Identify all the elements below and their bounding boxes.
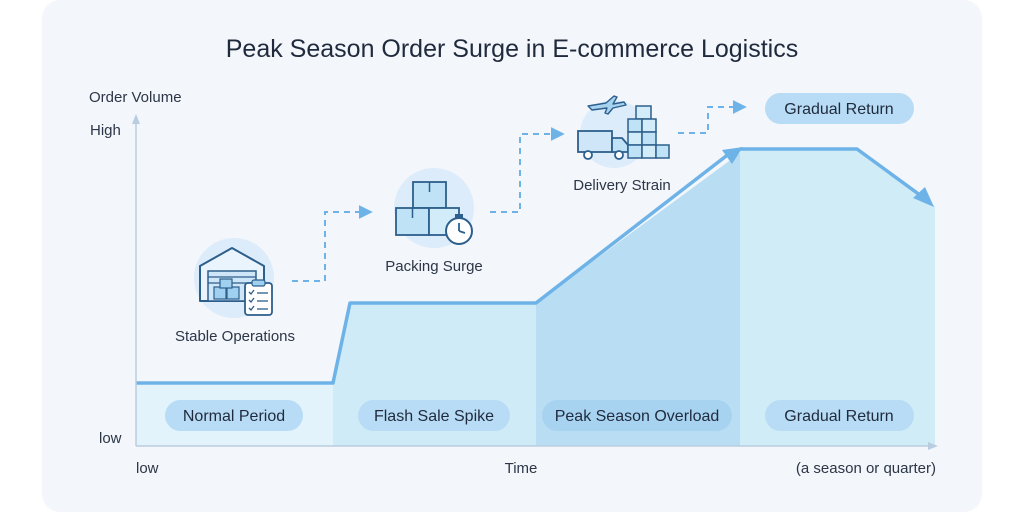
stable-operations-label: Stable Operations xyxy=(175,328,295,345)
stage-pill-flash-sale: Flash Sale Spike xyxy=(358,400,510,431)
x-axis-label: Time xyxy=(505,460,538,477)
svg-text:Flash Sale Spike: Flash Sale Spike xyxy=(374,408,494,425)
curve-arrowhead-return xyxy=(913,187,934,207)
curve-arrowhead-rise xyxy=(722,147,743,164)
order-volume-curve xyxy=(136,151,732,385)
stage-pill-normal-period: Normal Period xyxy=(165,400,303,431)
diagram-title: Peak Season Order Surge in E-commerce Lo… xyxy=(226,35,798,63)
stage-pill-gradual-return-top: Gradual Return xyxy=(765,93,914,124)
delivery-truck-plane-icon xyxy=(577,95,670,168)
x-axis-arrow xyxy=(928,442,938,450)
x-axis-start-label: low xyxy=(136,460,159,477)
y-axis-label: Order Volume xyxy=(89,89,182,106)
delivery-strain-label: Delivery Strain xyxy=(573,177,671,194)
svg-text:Gradual Return: Gradual Return xyxy=(784,101,893,118)
y-axis-arrow xyxy=(132,114,140,124)
svg-text:Gradual Return: Gradual Return xyxy=(784,408,893,425)
order-volume-curve-return xyxy=(740,147,926,200)
packing-boxes-icon xyxy=(394,168,474,248)
svg-text:Peak Season Overload: Peak Season Overload xyxy=(555,408,720,425)
svg-text:Normal Period: Normal Period xyxy=(183,408,285,425)
band-peak-season xyxy=(536,153,740,446)
x-axis-note: (a season or quarter) xyxy=(796,460,936,477)
dashed-arrow-1 xyxy=(292,205,373,282)
y-axis-low-label: low xyxy=(99,430,122,447)
stage-pill-gradual-return: Gradual Return xyxy=(765,400,914,431)
warehouse-icon xyxy=(194,238,274,318)
band-gradual-return xyxy=(740,149,935,446)
stage-pill-peak-season: Peak Season Overload xyxy=(542,400,732,431)
dashed-arrow-3 xyxy=(678,100,747,134)
packing-surge-label: Packing Surge xyxy=(385,258,483,275)
dashed-arrow-2 xyxy=(490,127,565,213)
y-axis-high-label: High xyxy=(90,122,121,139)
